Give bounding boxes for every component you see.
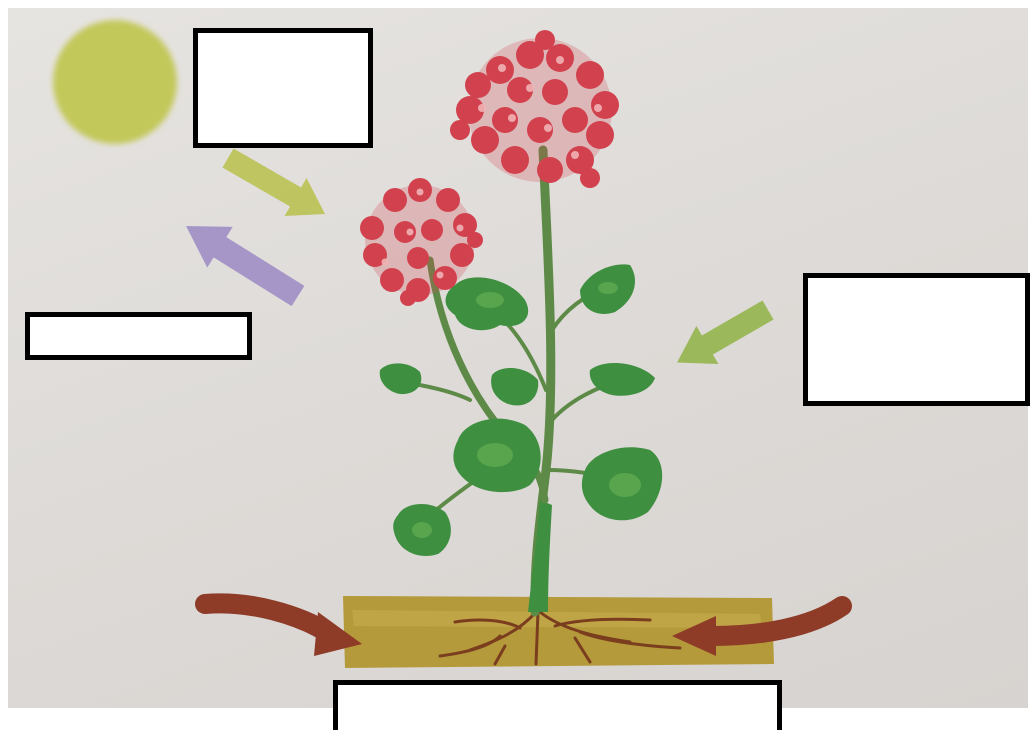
- sun-arrow: [217, 139, 336, 233]
- leaf-mid-small: [491, 368, 538, 405]
- label-box-sun[interactable]: [193, 28, 373, 148]
- sun-icon: [53, 20, 177, 144]
- label-box-gas-in[interactable]: [803, 273, 1030, 406]
- leaf-left-small: [380, 363, 422, 394]
- diagram-canvas: [0, 0, 1035, 713]
- leaves: [380, 264, 662, 556]
- gas-in-arrow: [666, 291, 779, 382]
- gas-out-arrow: [173, 206, 310, 317]
- lower-stem: [528, 500, 552, 612]
- label-box-gas-out[interactable]: [25, 312, 252, 360]
- leaf-mid-right: [590, 363, 655, 396]
- soil-arrow-left: [205, 603, 362, 656]
- label-box-soil[interactable]: [333, 680, 782, 730]
- flower-top: [450, 30, 619, 188]
